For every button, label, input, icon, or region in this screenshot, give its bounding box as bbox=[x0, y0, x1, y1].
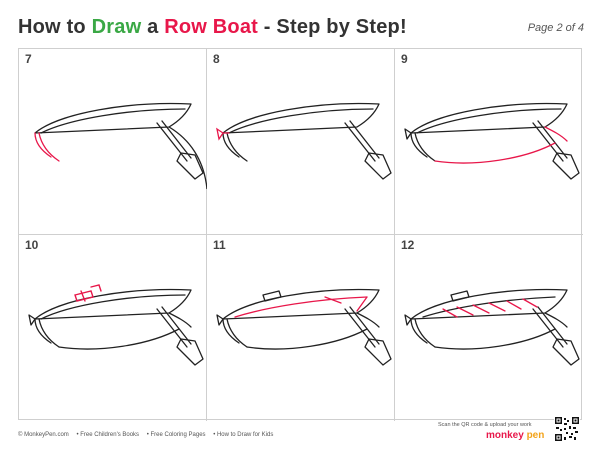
boat-drawing-step-11 bbox=[216, 288, 392, 366]
monkeypen-logo: monkey pen bbox=[486, 430, 544, 441]
step-panel-8: 8 bbox=[207, 49, 395, 235]
logo-pen-word: pen bbox=[526, 430, 545, 441]
page-number: Page 2 of 4 bbox=[527, 22, 584, 34]
step-number: 10 bbox=[25, 238, 39, 252]
footer-link-drawing[interactable]: • How to Draw for Kids bbox=[213, 432, 274, 438]
title-article: a bbox=[147, 16, 159, 38]
step-number: 9 bbox=[401, 52, 408, 66]
page-title: How to Draw a Row Boat - Step by Step! bbox=[18, 16, 407, 39]
boat-drawing-step-9 bbox=[404, 102, 580, 180]
step-number: 12 bbox=[401, 238, 415, 252]
title-suffix: - Step by Step! bbox=[263, 16, 407, 38]
step-panel-12: 12 bbox=[395, 235, 583, 421]
title-draw-word: Draw bbox=[91, 16, 142, 38]
boat-drawing-step-7 bbox=[34, 102, 207, 190]
step-panel-7: 7 bbox=[19, 49, 207, 235]
step-number: 7 bbox=[25, 52, 32, 66]
step-number: 8 bbox=[213, 52, 220, 66]
step-panel-10: 10 bbox=[19, 235, 207, 421]
steps-grid: 7 8 bbox=[18, 48, 583, 421]
boat-drawing-step-10 bbox=[28, 284, 204, 366]
boat-drawing-step-12 bbox=[404, 288, 580, 366]
footer-links: © MonkeyPen.com • Free Children's Books … bbox=[18, 432, 279, 438]
logo-monkey-word: monkey bbox=[486, 430, 524, 441]
footer-link-books[interactable]: • Free Children's Books bbox=[76, 432, 140, 438]
footer-copyright[interactable]: © MonkeyPen.com bbox=[18, 432, 69, 438]
step-panel-11: 11 bbox=[207, 235, 395, 421]
step-panel-9: 9 bbox=[395, 49, 583, 235]
step-number: 11 bbox=[213, 238, 226, 252]
boat-drawing-step-8 bbox=[216, 102, 392, 180]
qr-instruction: Scan the QR code & upload your work bbox=[438, 422, 532, 428]
title-subject: Row Boat bbox=[164, 16, 259, 38]
footer-link-coloring[interactable]: • Free Coloring Pages bbox=[146, 432, 206, 438]
title-prefix: How to bbox=[18, 16, 86, 38]
qr-code-icon[interactable] bbox=[554, 416, 580, 442]
